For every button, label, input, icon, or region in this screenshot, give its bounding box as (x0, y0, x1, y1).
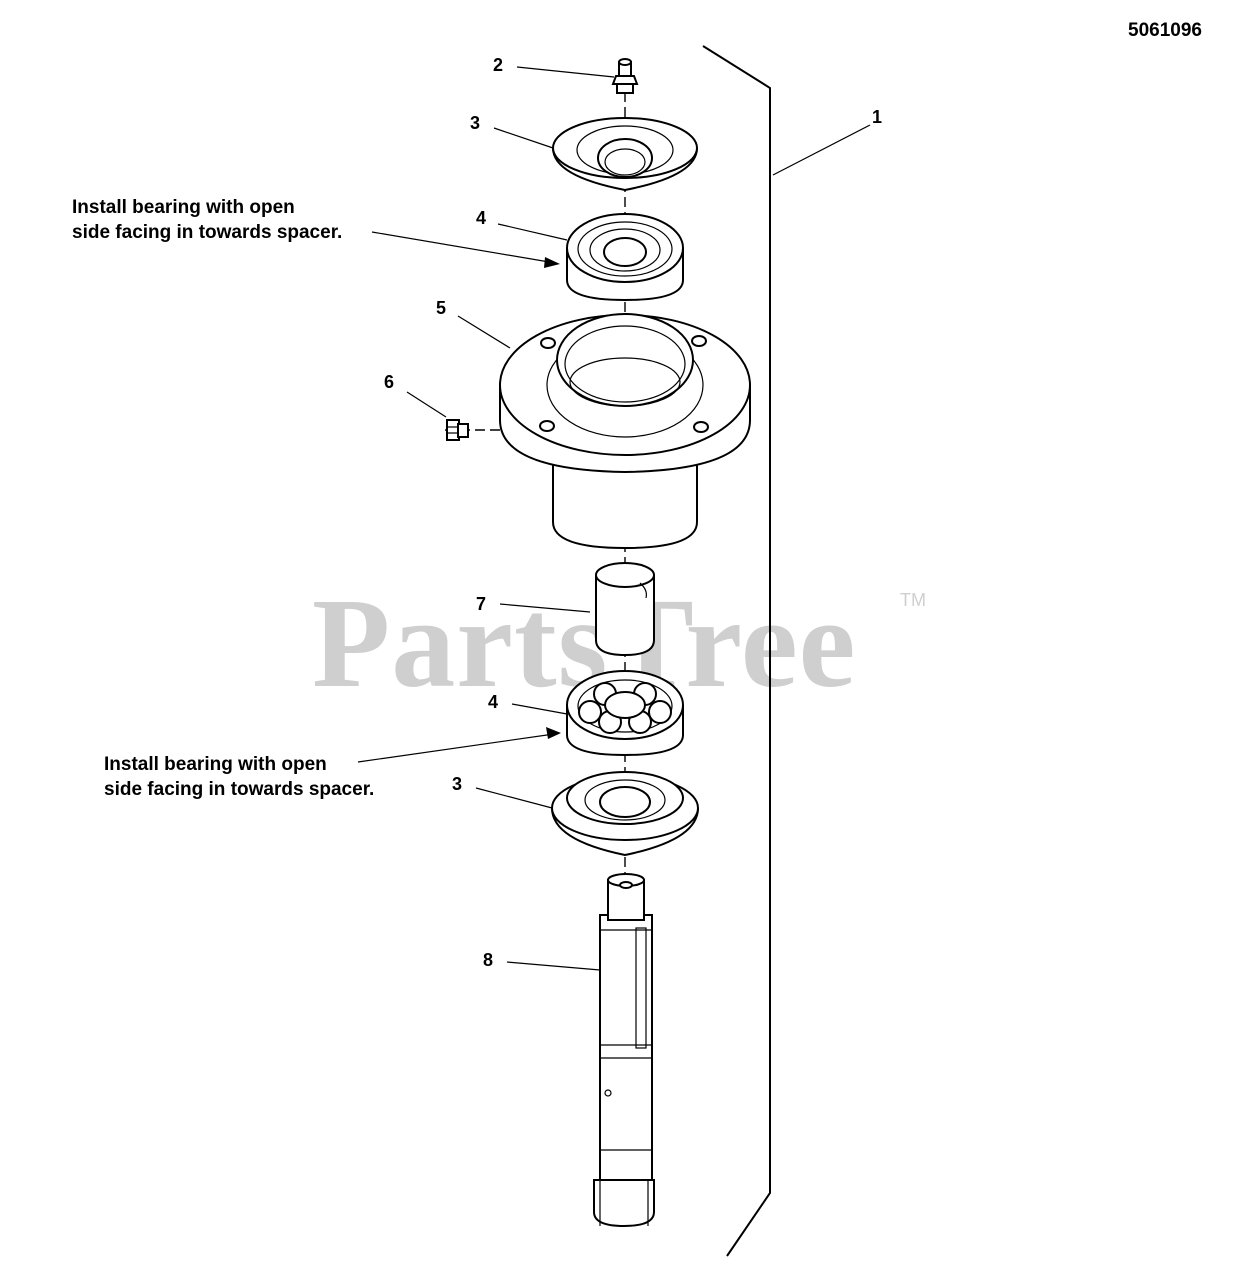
callout-grease-fitting: 2 (493, 55, 503, 75)
note-bottom-line1: Install bearing with open (104, 754, 327, 775)
spacer (595, 562, 655, 657)
bearing-bottom (566, 670, 684, 757)
callout-spacer: 7 (476, 594, 486, 614)
note-top-line1: Install bearing with open (72, 197, 295, 218)
callout-frame: 1 (872, 107, 882, 127)
note-bottom: Install bearing with open side facing in… (104, 752, 374, 802)
callout-bearing-top: 4 (476, 208, 486, 228)
callout-bearing-bottom: 4 (488, 692, 498, 712)
grease-fitting (611, 58, 639, 94)
seal-top (552, 117, 698, 192)
note-top: Install bearing with open side facing in… (72, 195, 342, 245)
callouts: 1 2 3 4 5 6 7 4 3 8 (384, 55, 882, 970)
watermark-trademark: TM (900, 590, 926, 610)
leader-lines (357, 66, 871, 971)
seal-bottom (551, 771, 699, 857)
callout-housing: 5 (436, 298, 446, 318)
relief-fitting (446, 419, 469, 441)
note-bottom-line2: side facing in towards spacer. (104, 779, 375, 800)
note-top-line2: side facing in towards spacer. (72, 222, 343, 243)
callout-seal-bottom: 3 (452, 774, 462, 794)
document-id: 5061096 (1128, 20, 1202, 41)
bearing-top (566, 213, 684, 302)
callout-relief-fitting: 6 (384, 372, 394, 392)
spindle-shaft (593, 873, 655, 1228)
callout-seal-top: 3 (470, 113, 480, 133)
deck-frame (702, 45, 771, 1257)
spindle-housing (499, 313, 751, 550)
callout-spindle-shaft: 8 (483, 950, 493, 970)
